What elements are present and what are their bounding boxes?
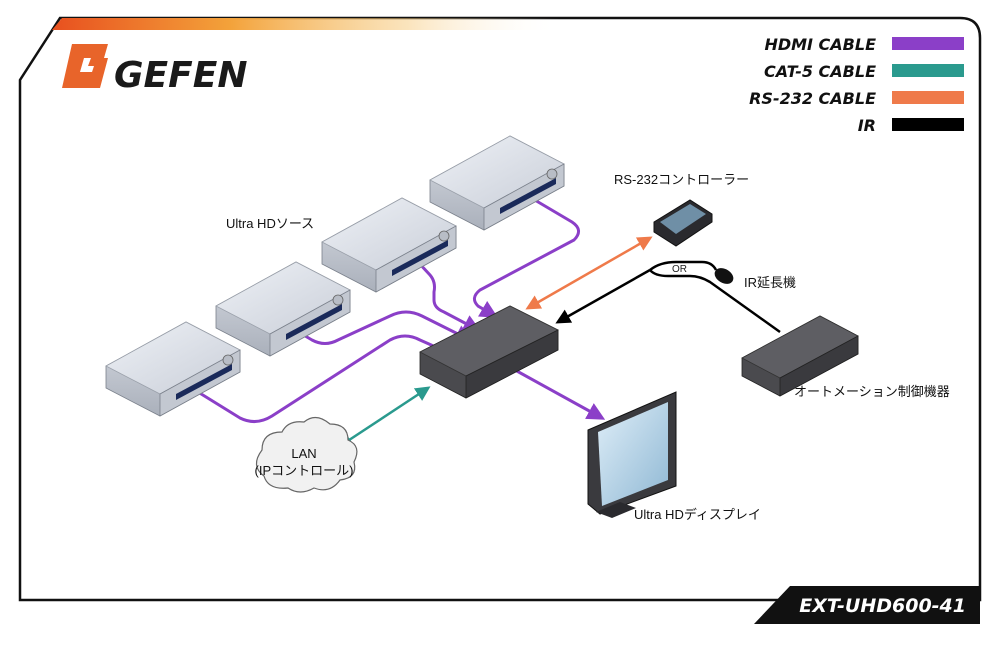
hdmi-cable-source-3 (416, 260, 482, 332)
sources-label: Ultra HDソース (226, 216, 314, 231)
legend-label-cat5: CAT-5 CABLE (764, 62, 876, 81)
rs232-controller-label: RS-232コントローラー (614, 172, 749, 187)
extender-sender-unit (419, 305, 559, 399)
hdmi-cable-source-2 (294, 310, 474, 345)
legend-swatch-ir (892, 118, 964, 131)
cable-legend: HDMI CABLE CAT-5 CABLE RS-232 CABLE IR (749, 35, 964, 135)
ultra-hd-source-2 (215, 261, 351, 357)
legend-label-rs232: RS-232 CABLE (749, 89, 876, 108)
legend-swatch-rs232 (892, 91, 964, 104)
hdmi-cables (197, 194, 606, 423)
ultra-hd-source-3 (321, 197, 457, 293)
ir-extender-label: IR延長機 (744, 275, 796, 290)
ir-cables (555, 260, 781, 334)
display-label: Ultra HDディスプレイ (634, 507, 761, 522)
lan-label-line1: LAN (291, 446, 316, 461)
lan-cloud-icon (255, 416, 358, 493)
lan-label-line2: (IPコントロール) (255, 463, 354, 478)
legend-swatch-hdmi (892, 37, 964, 50)
or-label: OR (672, 264, 687, 275)
ir-cable-extender (649, 260, 718, 271)
ir-extender-device (714, 268, 734, 284)
ir-cable-main (555, 268, 651, 324)
ultra-hd-display (587, 391, 677, 518)
legend-swatch-cat5 (892, 64, 964, 77)
automation-label: オートメーション制御機器 (794, 384, 950, 399)
header-accent-bar (52, 18, 560, 30)
hdmi-cable-display (514, 368, 606, 420)
rs232-controller-device (653, 199, 713, 247)
legend-label-hdmi: HDMI CABLE (764, 35, 876, 54)
hdmi-cable-source-1 (197, 334, 469, 423)
brand-name: GEFEN (114, 55, 247, 96)
ultra-hd-source-4 (429, 135, 565, 231)
model-number: EXT-UHD600-41 (799, 595, 966, 617)
cat5-cable-lan (337, 386, 431, 448)
ir-cable-automation (649, 269, 781, 334)
ultra-hd-source-1 (105, 321, 241, 417)
automation-controller-device (741, 315, 859, 397)
rs232-cable (525, 236, 653, 310)
legend-label-ir: IR (858, 116, 876, 135)
gefen-logo: GEFEN (62, 44, 247, 96)
logo-mark-icon (62, 44, 108, 88)
model-bar (754, 586, 980, 624)
